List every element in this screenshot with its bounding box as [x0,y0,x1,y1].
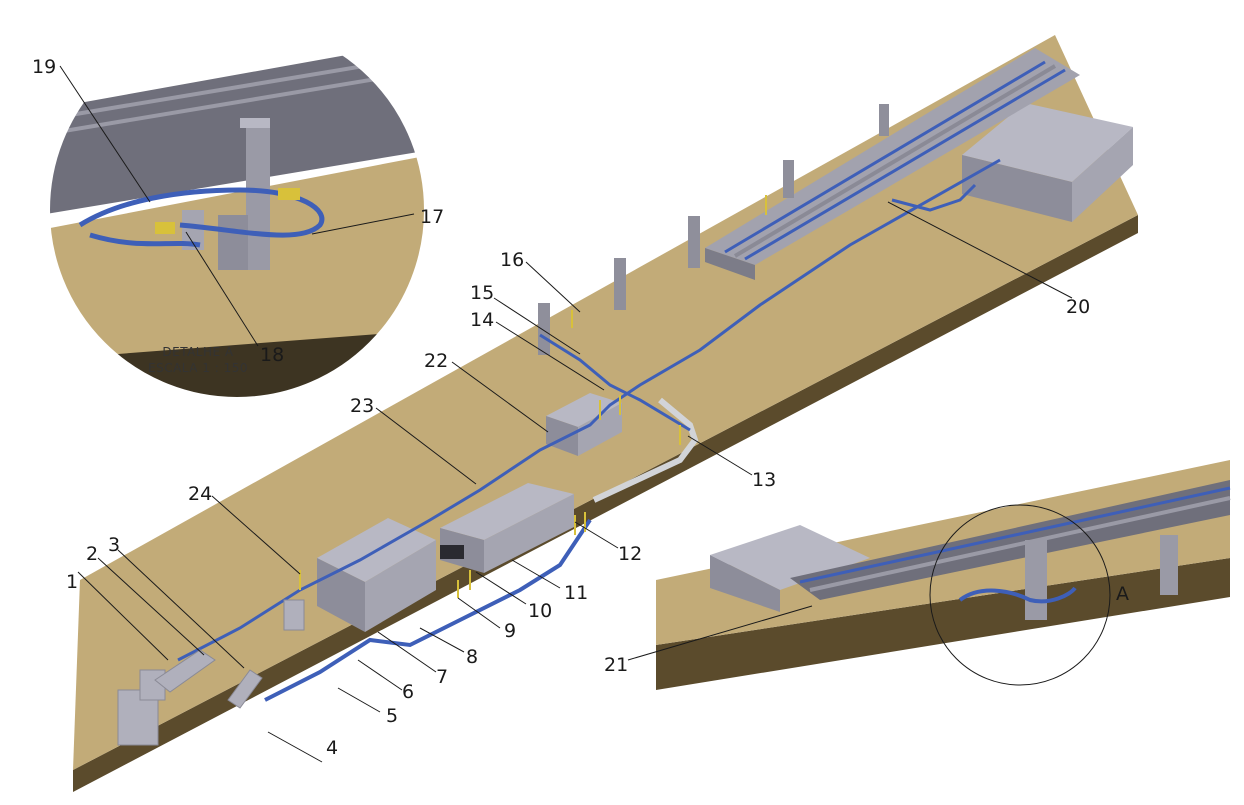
callout-9: 9 [504,620,516,642]
main-floor-side [73,215,1138,792]
callout-6: 6 [402,681,414,703]
callout-14: 14 [470,309,494,331]
callout-12: 12 [618,543,642,565]
conveyors [177,158,1001,702]
callout-10: 10 [528,600,552,622]
callout-24: 24 [188,483,212,505]
inset-view: A [656,460,1231,690]
serpentine-deck [705,48,1080,280]
callouts: 1 2 3 4 5 6 7 8 9 10 11 12 13 14 15 16 1… [32,56,1090,763]
callout-13: 13 [752,469,776,491]
callout-5: 5 [386,705,398,727]
callout-7: 7 [436,666,448,688]
callout-22: 22 [424,350,448,372]
callout-21: 21 [604,654,628,676]
building-22 [546,393,622,456]
dark-unit-10 [440,545,464,559]
detail-scale: ESCALA 1 : 150 [148,361,248,375]
equipment-cluster [117,599,305,746]
callout-20: 20 [1066,296,1090,318]
callout-19: 19 [32,56,56,78]
detail-a-marker-circle [929,504,1111,686]
callout-11: 11 [564,582,588,604]
callout-17: 17 [420,206,444,228]
callout-16: 16 [500,249,524,271]
callout-18: 18 [260,344,284,366]
callout-23: 23 [350,395,374,417]
callout-4: 4 [326,737,338,759]
callout-15: 15 [470,282,494,304]
callout-3: 3 [108,534,120,556]
callout-2: 2 [86,543,98,565]
detail-title: DETALHE A [162,345,234,359]
building-11 [440,483,574,573]
pillars [538,104,889,355]
callout-1: 1 [66,571,78,593]
warehouse-20 [962,103,1133,222]
detail-a-marker-label: A [1116,583,1129,605]
callout-8: 8 [466,646,478,668]
detail-a-view: DETALHE A ESCALA 1 : 150 [48,21,426,399]
main-view [73,35,1138,792]
